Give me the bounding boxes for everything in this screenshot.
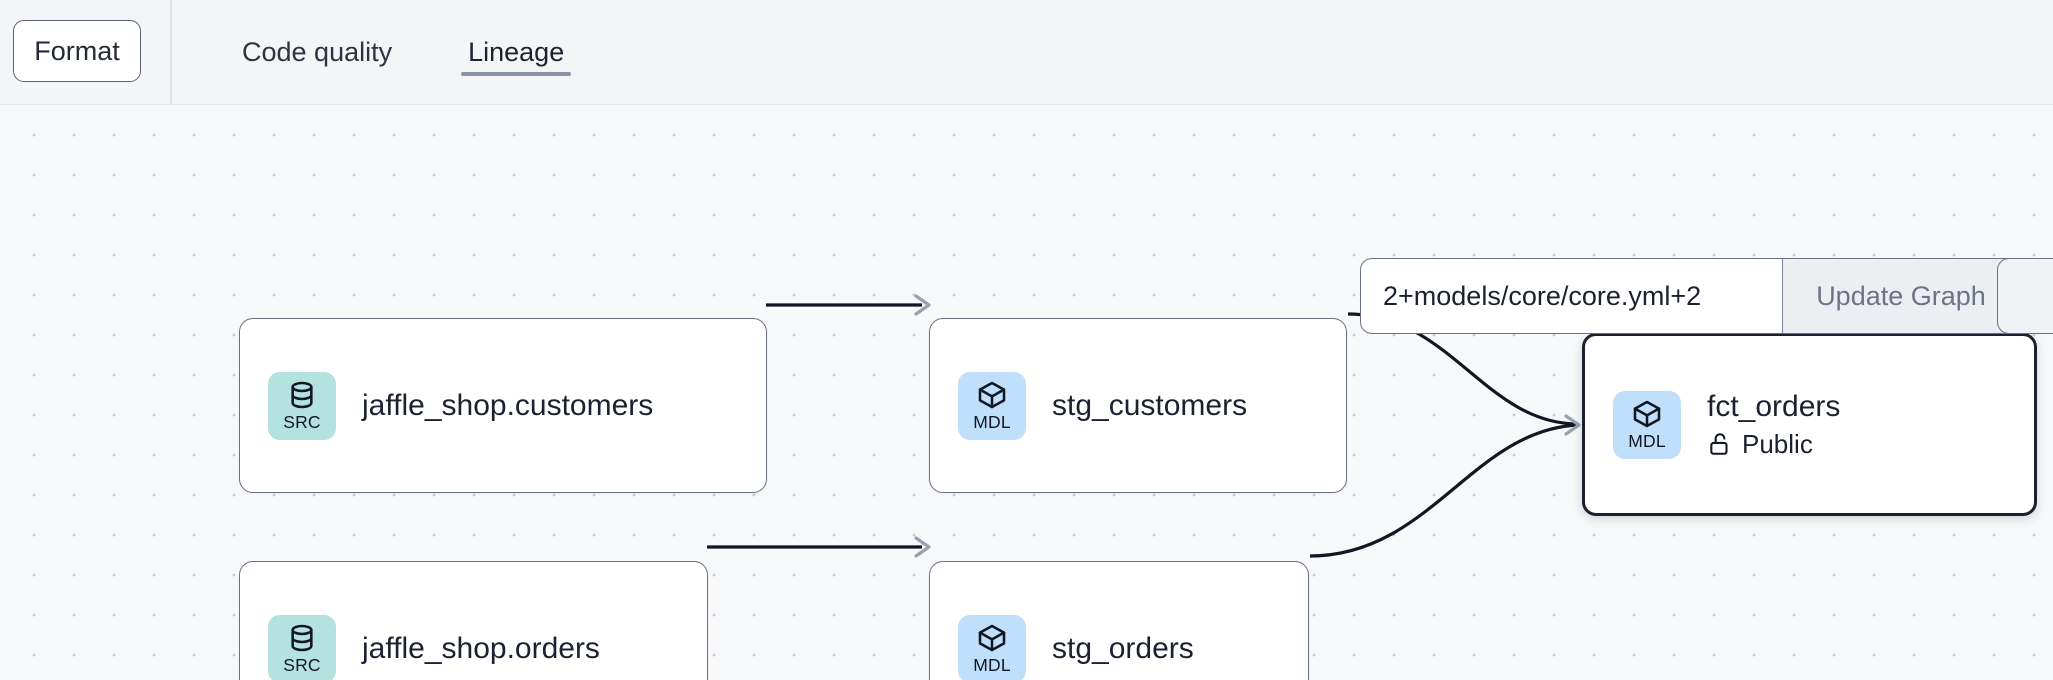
lineage-node-jaffle-shop-customers[interactable]: SRC jaffle_shop.customers xyxy=(239,318,767,493)
model-selector-input[interactable] xyxy=(1361,259,1782,333)
model-badge-label: MDL xyxy=(1628,431,1666,452)
cube-icon xyxy=(1633,400,1661,428)
lineage-canvas[interactable]: SRC jaffle_shop.customers MDL stg_custom… xyxy=(0,105,2053,680)
cube-icon xyxy=(978,381,1006,409)
tab-lineage-label: Lineage xyxy=(468,36,565,67)
lineage-node-stg-customers[interactable]: MDL stg_customers xyxy=(929,318,1347,493)
database-icon xyxy=(291,624,313,652)
node-body: jaffle_shop.orders xyxy=(362,631,600,666)
unlock-icon xyxy=(1710,433,1728,455)
editor-toolbar: Format Code quality Lineage xyxy=(0,0,2053,105)
database-icon xyxy=(291,381,313,409)
node-body: stg_orders xyxy=(1052,631,1194,666)
model-badge-label: MDL xyxy=(973,655,1011,676)
lineage-node-fct-orders[interactable]: MDL fct_orders Public xyxy=(1582,333,2037,516)
format-button[interactable]: Format xyxy=(13,20,141,82)
tab-bar: Code quality Lineage xyxy=(232,0,574,104)
update-graph-button[interactable]: Update Graph xyxy=(1782,259,2019,333)
lineage-node-jaffle-shop-orders[interactable]: SRC jaffle_shop.orders xyxy=(239,561,708,680)
node-title: stg_customers xyxy=(1052,388,1248,422)
source-badge: SRC xyxy=(268,371,336,440)
node-body: stg_customers xyxy=(1052,388,1247,423)
cube-icon xyxy=(978,624,1006,652)
node-body: jaffle_shop.customers xyxy=(362,388,653,423)
toolbar-divider xyxy=(170,0,172,104)
tab-lineage[interactable]: Lineage xyxy=(458,0,574,104)
edge-orders-to-stg-orders xyxy=(707,536,931,558)
node-access-label: Public xyxy=(1742,428,1813,459)
model-badge-label: MDL xyxy=(973,412,1011,433)
model-badge: MDL xyxy=(958,614,1026,680)
node-access: Public xyxy=(1707,429,1840,460)
lineage-node-stg-orders[interactable]: MDL stg_orders xyxy=(929,561,1309,680)
node-title: stg_orders xyxy=(1052,631,1194,665)
model-badge: MDL xyxy=(1613,390,1681,459)
source-badge: SRC xyxy=(268,614,336,680)
tab-active-underline xyxy=(461,72,572,76)
edge-stg-orders-to-fct-orders xyxy=(1309,414,1581,558)
edge-customers-to-stg-customers xyxy=(766,294,931,316)
node-title: jaffle_shop.orders xyxy=(362,631,600,665)
source-badge-label: SRC xyxy=(283,655,321,676)
node-title: fct_orders xyxy=(1707,390,1841,424)
graph-options-button[interactable] xyxy=(1997,258,2053,334)
model-badge: MDL xyxy=(958,371,1026,440)
tab-code-quality-label: Code quality xyxy=(242,36,393,67)
source-badge-label: SRC xyxy=(283,412,321,433)
node-title: jaffle_shop.customers xyxy=(362,388,654,422)
node-body: fct_orders Public xyxy=(1707,389,1840,459)
tab-code-quality[interactable]: Code quality xyxy=(232,0,402,104)
model-selector: Update Graph xyxy=(1360,258,2020,334)
